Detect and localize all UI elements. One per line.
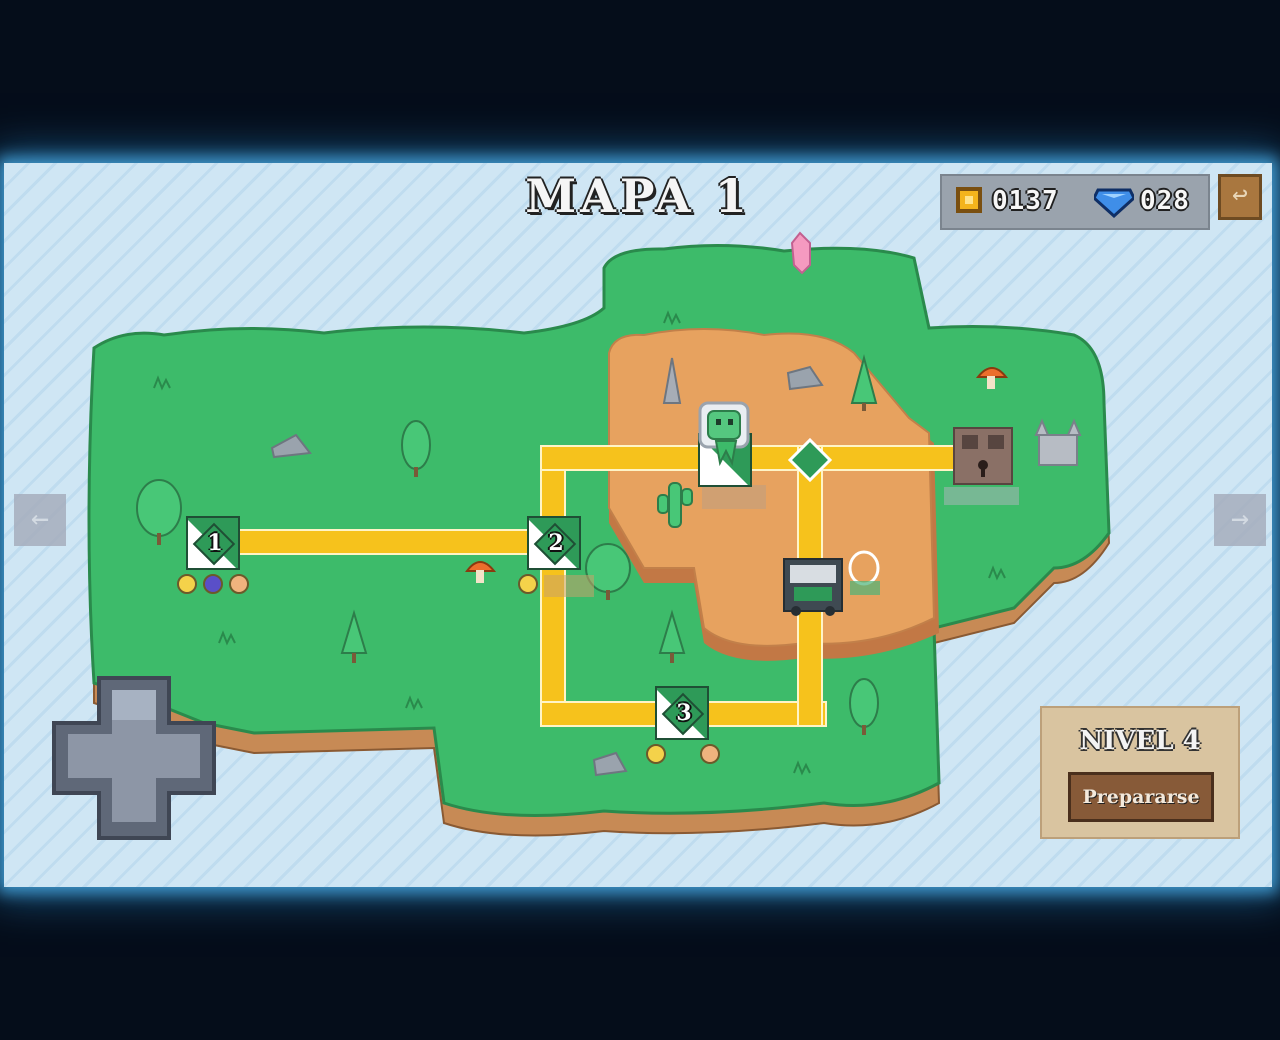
blue-gem-icon — [1094, 188, 1134, 218]
level-number: 1 — [207, 530, 223, 556]
level-title: NIVEL 4 — [1079, 726, 1201, 756]
coin-count: 0137 — [992, 186, 1059, 216]
next-map-button[interactable]: → — [1214, 494, 1266, 546]
back-button[interactable]: ↩ — [1218, 174, 1262, 220]
map-title: MAPA 1 — [525, 169, 751, 223]
gold-coin-icon — [956, 187, 982, 213]
shop-cart-icon — [783, 550, 880, 616]
island-map — [52, 231, 1111, 840]
level-number: 2 — [548, 530, 564, 556]
level-node-2[interactable]: 2 — [527, 516, 581, 570]
currency-bar: 0137 028 — [940, 174, 1210, 230]
cookie-reward-icon — [700, 744, 720, 764]
left-arrow-icon: ← — [30, 501, 50, 536]
player-slime-icon — [698, 401, 750, 467]
obelisk-icon — [662, 357, 682, 404]
level-number: 3 — [676, 700, 692, 726]
castle-icon — [1034, 418, 1082, 466]
level-node-3[interactable]: 3 — [655, 686, 709, 740]
level-node-1[interactable]: 1 — [186, 516, 240, 570]
dpad-icon — [52, 676, 216, 840]
map-screen: MAPA 1 0137 028 ↩ ← → 1 2 3 — [4, 163, 1272, 887]
coin-reward-icon — [646, 744, 666, 764]
mushroom-icon — [465, 367, 1009, 583]
path-checkpoint — [787, 437, 833, 483]
gem-count: 028 — [1140, 186, 1190, 216]
locked-castle-node — [944, 427, 1019, 505]
rock-icon — [270, 365, 824, 777]
desert-plateau — [608, 328, 936, 647]
level-info-panel: NIVEL 4 Prepararse — [1040, 706, 1240, 839]
potion-reward-icon — [203, 574, 223, 594]
cactus-icon — [657, 482, 693, 528]
crystal-icon — [790, 231, 811, 275]
cookie-reward-icon — [229, 574, 249, 594]
right-arrow-icon: → — [1230, 501, 1250, 536]
coin-reward-icon — [177, 574, 197, 594]
prev-map-button[interactable]: ← — [14, 494, 66, 546]
back-arrow-icon: ↩ — [1232, 180, 1248, 210]
prepare-button[interactable]: Prepararse — [1068, 772, 1214, 822]
coin-reward-icon — [518, 574, 538, 594]
